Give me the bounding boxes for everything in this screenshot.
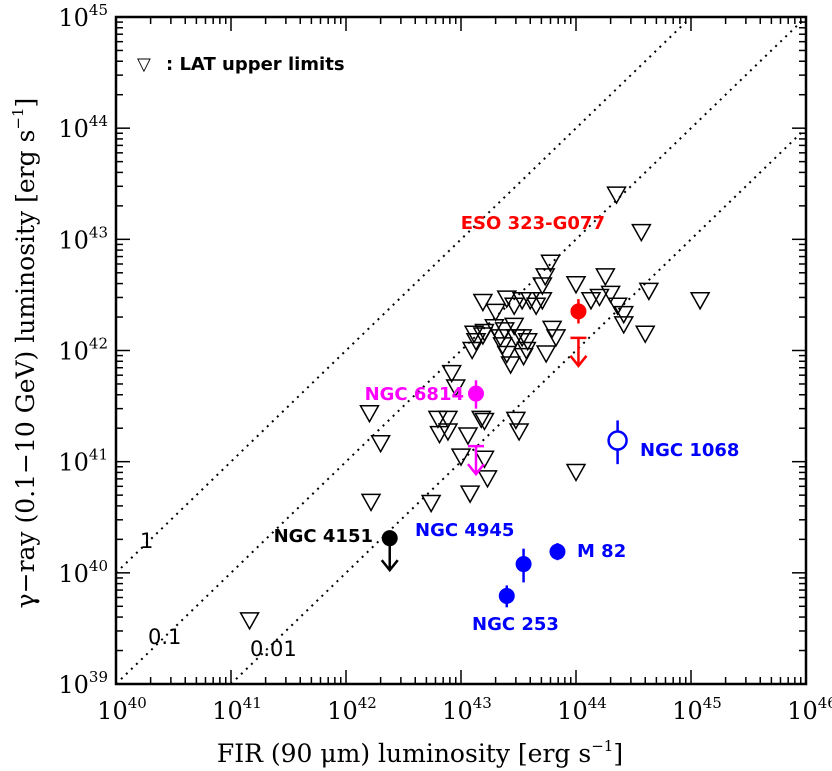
y-tick-label: 1039 xyxy=(58,668,108,699)
upper-limit-marker xyxy=(600,285,621,304)
ratio-line-label: 0.1 xyxy=(148,625,181,649)
upper-limit-marker xyxy=(465,332,487,352)
upper-limit-marker xyxy=(474,412,495,431)
x-tick-label: 1043 xyxy=(442,694,492,725)
x-tick-label: 1041 xyxy=(212,694,262,725)
upper-limit-marker xyxy=(470,410,492,429)
upper-limit-marker xyxy=(459,485,481,504)
tick-labels: 1040104110421043104410451046103910401041… xyxy=(58,1,832,725)
upper-limit-marker xyxy=(474,450,495,469)
upper-limit-marker xyxy=(511,329,533,348)
upper-limit-marker xyxy=(477,470,498,489)
upper-limit-marker xyxy=(503,297,525,316)
x-axis-title: FIR (90 μm) luminosity [erg s−1] xyxy=(217,737,623,768)
legend: ▽ : LAT upper limits xyxy=(137,54,345,75)
upper-limit-marker xyxy=(545,329,567,348)
upper-limit-marker xyxy=(535,345,557,364)
upper-limit-marker xyxy=(613,316,635,335)
x-tick-label: 1046 xyxy=(787,694,832,725)
ratio-line-label: 0.01 xyxy=(250,637,297,661)
source-label: NGC 253 xyxy=(472,614,559,635)
x-tick-label: 1040 xyxy=(97,694,147,725)
y-tick-label: 1040 xyxy=(58,557,108,588)
upper-limit-marker xyxy=(565,276,587,295)
upper-limit-marker xyxy=(472,293,494,313)
upper-limit-marker xyxy=(503,317,525,336)
upper-limit-marker xyxy=(427,410,449,429)
x-tick-label: 1045 xyxy=(672,694,722,725)
upper-limit-marker xyxy=(457,427,479,446)
upper-limit-marker xyxy=(445,379,467,398)
ratio-lines: 1 0.1 0.01 xyxy=(115,16,807,685)
source-label: NGC 1068 xyxy=(640,440,739,461)
y-axis-title: γ−ray (0.1−10 GeV) luminosity [erg s−1] xyxy=(9,98,40,609)
upper-limit-marker xyxy=(496,290,518,309)
plot-frame xyxy=(114,15,808,686)
upper-limit-marker xyxy=(606,186,627,205)
upper-limit-marker xyxy=(540,254,561,273)
upper-limit-marker xyxy=(634,325,656,344)
legend-text: : LAT upper limits xyxy=(166,54,345,75)
source-marker xyxy=(549,543,566,560)
upper-limit-marker xyxy=(359,404,380,424)
upper-limit-marker xyxy=(450,448,472,467)
source-marker xyxy=(607,430,628,451)
x-tick-label: 1042 xyxy=(327,694,377,725)
source-label: NGC 6814 xyxy=(365,384,464,405)
upper-limit-arrowhead xyxy=(467,463,485,477)
y-tick-label: 1042 xyxy=(58,335,108,366)
upper-limit-marker xyxy=(437,410,459,429)
upper-limit-marker xyxy=(508,423,530,442)
upper-limit-marker xyxy=(472,327,494,346)
ratio-line xyxy=(230,127,807,685)
upper-limit-marker xyxy=(505,411,527,430)
upper-limit-marker xyxy=(534,268,556,287)
upper-limit-marker xyxy=(517,332,538,352)
upper-limit-marker xyxy=(532,277,553,296)
upper-limit-marker xyxy=(631,223,652,243)
y-tick-label: 1043 xyxy=(58,223,108,254)
legend-symbol: ▽ xyxy=(137,54,151,75)
upper-limit-marker xyxy=(461,341,483,361)
y-tick-label: 1041 xyxy=(58,446,108,477)
upper-limit-marker xyxy=(420,494,442,514)
upper-limit-marker xyxy=(613,305,635,325)
y-tick-label: 1044 xyxy=(58,112,108,143)
upper-limit-marker xyxy=(370,434,391,454)
upper-limit-marker xyxy=(589,288,610,307)
upper-limit-marker xyxy=(519,292,541,311)
upper-limit-marker xyxy=(565,463,587,482)
ratio-line-label: 1 xyxy=(140,529,153,553)
upper-limit-marker xyxy=(638,282,660,301)
upper-limit-marker xyxy=(441,364,462,384)
source-marker xyxy=(570,303,587,320)
upper-limit-marker xyxy=(595,268,616,287)
upper-limit-arrowhead xyxy=(569,355,588,368)
upper-limit-marker xyxy=(437,423,459,442)
source-label: NGC 4945 xyxy=(415,520,514,541)
source-label: ESO 323-G077 xyxy=(461,213,605,234)
y-tick-label: 1045 xyxy=(58,1,108,32)
ratio-line xyxy=(115,16,807,685)
source-label: M 82 xyxy=(577,541,626,562)
upper-limit-marker xyxy=(580,292,602,311)
source-marker xyxy=(381,530,398,547)
upper-limit-marker xyxy=(429,425,450,445)
upper-limit-marker xyxy=(689,292,711,311)
source-label: NGC 4151 xyxy=(274,526,373,547)
source-marker xyxy=(498,587,515,604)
upper-limit-marker xyxy=(360,493,382,512)
upper-limit-arrowhead xyxy=(380,559,399,573)
source-marker xyxy=(467,385,484,402)
x-tick-label: 1044 xyxy=(557,694,607,725)
upper-limit-marker xyxy=(485,303,506,322)
upper-limit-marker xyxy=(496,345,518,365)
ratio-line xyxy=(115,16,692,574)
source-marker xyxy=(515,556,532,573)
upper-limit-marker xyxy=(239,612,260,631)
